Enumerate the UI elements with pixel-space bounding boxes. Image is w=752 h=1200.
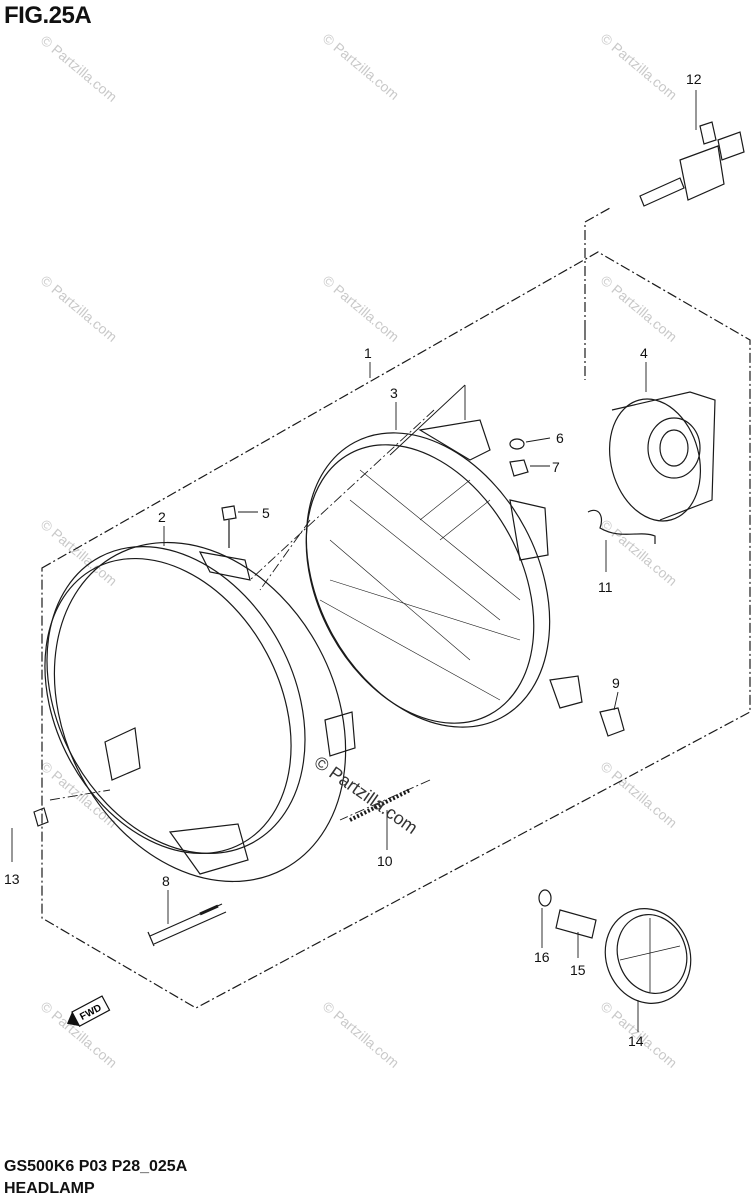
bulb xyxy=(639,121,745,207)
callout-6: 6 xyxy=(556,430,564,446)
bolt-13 xyxy=(33,807,49,827)
spring-10 xyxy=(349,788,411,822)
callout-8: 8 xyxy=(162,873,170,889)
headlamp-lens-unit xyxy=(305,419,583,728)
callout-3: 3 xyxy=(390,385,398,401)
callout-4: 4 xyxy=(640,345,648,361)
nut-9 xyxy=(599,707,625,737)
model-code: GS500K6 P03 P28_025A xyxy=(4,1158,188,1175)
callout-14: 14 xyxy=(628,1033,644,1049)
callout-5: 5 xyxy=(262,505,270,521)
section-name: HEADLAMP xyxy=(4,1180,95,1197)
figure-title: FIG.25A xyxy=(4,2,92,29)
washer-16 xyxy=(538,889,552,907)
callout-2: 2 xyxy=(158,509,166,525)
callout-12: 12 xyxy=(686,71,702,87)
position-lamp xyxy=(604,908,692,1004)
callout-16: 16 xyxy=(534,949,550,965)
nut-7 xyxy=(509,459,529,477)
leader-lines xyxy=(11,90,697,1032)
callout-7: 7 xyxy=(552,459,560,475)
assembly-outline xyxy=(41,251,751,1009)
spring-clip xyxy=(587,509,656,544)
screw-5 xyxy=(221,505,237,548)
headlamp-rim xyxy=(44,541,356,883)
washer-6 xyxy=(509,438,525,450)
callout-1: 1 xyxy=(364,345,372,361)
socket-cover xyxy=(608,391,716,522)
adjusting-screw-8 xyxy=(147,903,227,947)
callout-9: 9 xyxy=(612,675,620,691)
socket-15 xyxy=(555,909,597,939)
callout-15: 15 xyxy=(570,962,586,978)
bulb-lead-line xyxy=(584,207,611,330)
fwd-badge: FWD xyxy=(66,995,111,1027)
callout-13: 13 xyxy=(4,871,20,887)
callout-10: 10 xyxy=(377,853,393,869)
callout-11: 11 xyxy=(598,579,613,595)
